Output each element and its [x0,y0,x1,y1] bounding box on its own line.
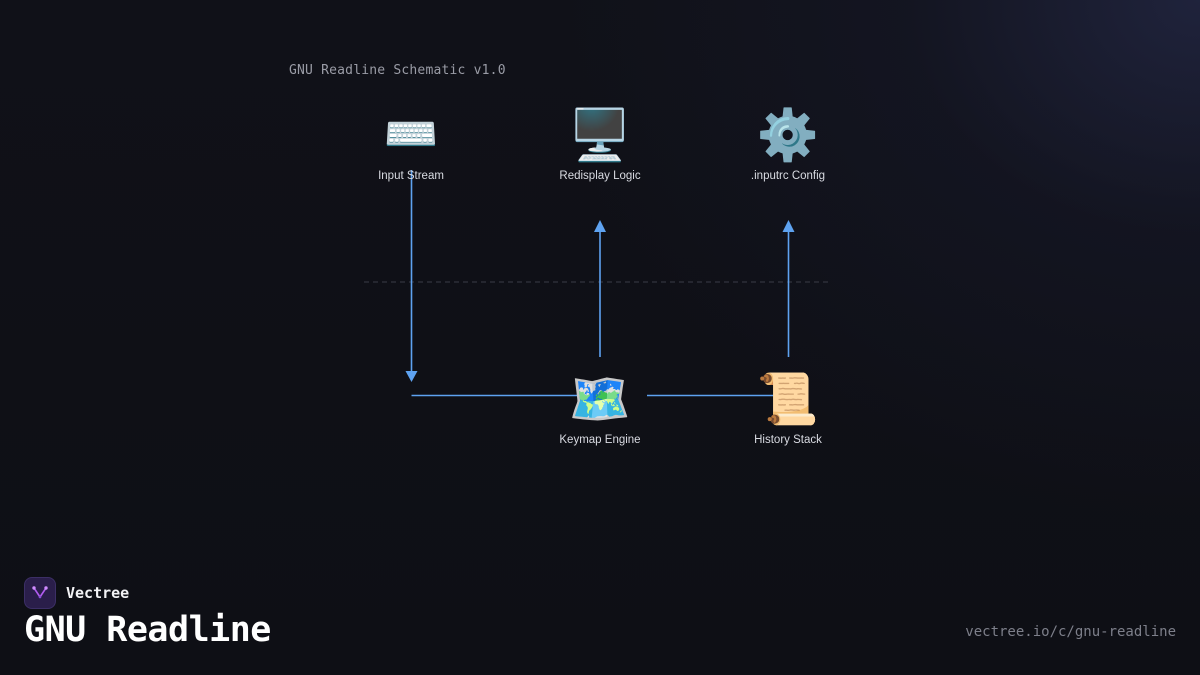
desktop-computer-icon: 🖥️ [568,106,632,164]
scroll-icon: 📜 [756,370,820,428]
schematic-title: GNU Readline Schematic v1.0 [289,63,506,78]
page-url[interactable]: vectree.io/c/gnu-readline [965,624,1176,640]
node-inputrc-config[interactable]: ⚙️ .inputrc Config [708,104,868,182]
node-label: History Stack [754,434,822,446]
node-label: Input Stream [378,170,444,182]
arrowhead-input-stream [405,371,418,382]
page-title: GNU Readline [24,610,271,650]
arrowhead-redisplay [594,220,606,232]
keyboard-icon: ⌨️ [383,109,439,160]
node-redisplay-logic[interactable]: 🖥️ Redisplay Logic [520,104,680,182]
arrowhead-inputrc [782,220,795,232]
node-label: Redisplay Logic [559,170,641,182]
node-keymap-engine[interactable]: 🗺️ Keymap Engine [520,368,680,446]
node-history-stack[interactable]: 📜 History Stack [708,368,868,446]
world-map-icon: 🗺️ [568,370,632,428]
node-label: .inputrc Config [750,170,826,182]
vectree-logo-icon [24,577,56,609]
node-input-stream[interactable]: ⌨️ Input Stream [331,104,491,182]
gear-icon: ⚙️ [756,106,820,164]
node-label: Keymap Engine [559,434,641,446]
brand-name: Vectree [66,584,130,602]
brand[interactable]: Vectree [24,577,129,609]
